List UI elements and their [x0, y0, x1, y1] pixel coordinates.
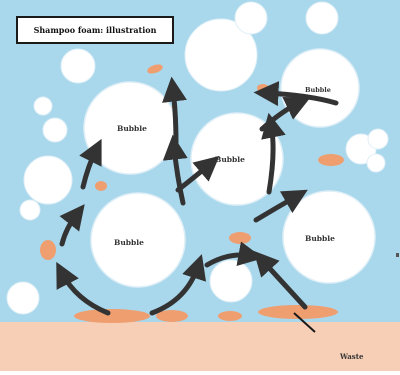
bubble: [90, 192, 186, 288]
bubble-label: Bubble: [117, 124, 147, 133]
small-bubble: [234, 1, 268, 35]
dirt-particle: [156, 310, 188, 322]
flow-arrow: [253, 81, 339, 107]
dirt-particle: [229, 232, 251, 244]
small-bubbles: [6, 1, 389, 315]
flow-arrow: [175, 155, 220, 193]
flow-arrow: [253, 189, 308, 223]
flow-arrow: [261, 112, 286, 195]
dirt-particle: [318, 154, 344, 166]
small-bubble: [19, 199, 41, 221]
small-bubble: [6, 281, 40, 315]
dirt-particle: [40, 240, 56, 260]
small-bubble: [367, 128, 389, 150]
bubble-label: Bubble: [305, 86, 331, 94]
bubble-label: Bubble: [114, 238, 144, 247]
flow-arrow: [149, 254, 207, 316]
bubble: [190, 112, 284, 206]
dirt-particle: [147, 64, 163, 74]
small-bubble: [33, 96, 53, 116]
flow-arrow: [204, 241, 264, 268]
flow-arrow: [162, 76, 187, 146]
waste-pointer: [293, 312, 316, 333]
waste-label: Waste: [339, 352, 364, 361]
large-bubbles: [83, 48, 376, 288]
flow-arrow: [59, 204, 85, 247]
bubble-label: Bubble: [215, 155, 245, 164]
scalp-surface: [0, 322, 400, 371]
small-bubble: [305, 1, 339, 35]
flow-arrow: [79, 138, 102, 190]
flow-arrows: [56, 76, 339, 316]
small-bubble: [23, 155, 73, 205]
diagram-title: Shampoo foam: illustration: [16, 16, 174, 44]
edge-mark: [396, 253, 399, 257]
small-bubble: [42, 117, 68, 143]
small-bubble: [209, 259, 253, 303]
dirt-particle: [218, 311, 242, 321]
flow-arrow: [253, 250, 308, 310]
dirt-particle: [95, 181, 107, 191]
small-bubble: [60, 48, 96, 84]
dirt-particle: [258, 305, 338, 319]
small-bubble: [366, 153, 386, 173]
small-bubble: [184, 18, 258, 92]
dirt-particles: [40, 64, 344, 323]
bubble: [282, 190, 376, 284]
dirt-particle: [74, 309, 150, 323]
flow-arrow: [259, 97, 311, 132]
flow-arrow: [56, 261, 111, 316]
flow-arrow: [162, 134, 188, 206]
bubble-label: Bubble: [305, 234, 335, 243]
